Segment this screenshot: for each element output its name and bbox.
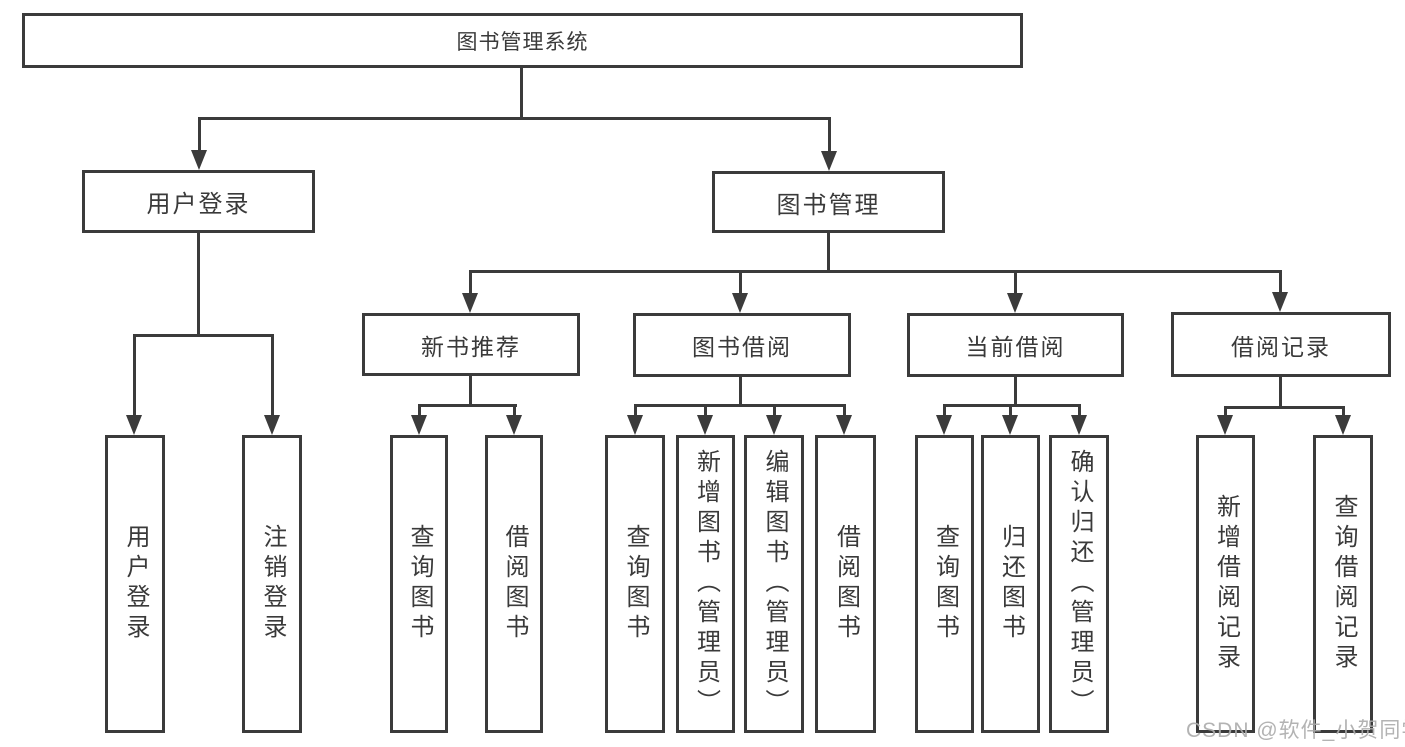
node-user-login: 用户登录 (82, 170, 315, 233)
leaf-query-books-current: 查询图书 (915, 435, 974, 733)
leaf-logout: 注销登录 (242, 435, 302, 733)
connector-line (1279, 377, 1282, 409)
arrowhead-icon (462, 293, 478, 313)
connector-line (197, 233, 200, 337)
connector-line (739, 270, 742, 298)
node-borrowing-records: 借阅记录 (1171, 312, 1391, 377)
connector-line (1224, 406, 1345, 409)
leaf-query-borrow-record: 查询借阅记录 (1313, 435, 1373, 733)
leaf-logout-label: 注销登录 (259, 524, 286, 644)
connector-line (513, 404, 516, 418)
node-book-management: 图书管理 (712, 171, 945, 233)
arrowhead-icon (191, 150, 207, 170)
leaf-edit-books-admin: 编辑图书︵管理员︶ (744, 435, 804, 733)
connector-line (469, 270, 1282, 273)
node-root-library-management-system: 图书管理系统 (22, 13, 1023, 68)
connector-line (133, 334, 274, 337)
connector-line (1009, 404, 1012, 418)
arrowhead-icon (1007, 293, 1023, 313)
arrowhead-icon (936, 415, 952, 435)
connector-line (634, 404, 637, 418)
arrowhead-icon (264, 415, 280, 435)
leaf-borrow-books-recommendation-label: 借阅图书 (501, 524, 528, 644)
leaf-user-login: 用户登录 (105, 435, 165, 733)
arrowhead-icon (1335, 415, 1351, 435)
connector-line (773, 404, 776, 418)
connector-line (520, 68, 523, 120)
arrowhead-icon (836, 415, 852, 435)
connector-line (469, 270, 472, 298)
leaf-add-books-admin-label: 新增图书︵管理员︶ (692, 449, 720, 719)
arrowhead-icon (821, 151, 837, 171)
arrowhead-icon (732, 293, 748, 313)
leaf-add-borrow-record: 新增借阅记录 (1196, 435, 1255, 733)
node-current-borrowing: 当前借阅 (907, 313, 1124, 377)
connector-line (704, 404, 707, 418)
arrowhead-icon (766, 415, 782, 435)
leaf-query-books-recommendation-label: 查询图书 (406, 524, 433, 644)
connector-line (1078, 404, 1081, 418)
leaf-add-borrow-record-label: 新增借阅记录 (1212, 494, 1240, 674)
leaf-borrow-books-borrowing: 借阅图书 (815, 435, 876, 733)
connector-line (1224, 406, 1227, 418)
leaf-query-books-recommendation: 查询图书 (390, 435, 448, 733)
connector-line (634, 404, 846, 407)
connector-line (943, 404, 1081, 407)
connector-line (739, 377, 742, 407)
arrowhead-icon (697, 415, 713, 435)
connector-line (827, 233, 830, 273)
leaf-confirm-return-admin: 确认归还︵管理员︶ (1049, 435, 1109, 733)
connector-line (1279, 270, 1282, 297)
arrowhead-icon (126, 415, 142, 435)
leaf-edit-books-admin-label: 编辑图书︵管理员︶ (761, 449, 788, 719)
connector-line (828, 117, 831, 156)
csdn-watermark: CSDN @软件_小贺同学 (1186, 719, 1405, 742)
connector-line (198, 117, 831, 120)
leaf-query-borrow-record-label: 查询借阅记录 (1330, 494, 1357, 674)
leaf-return-books-label: 归还图书 (997, 524, 1025, 644)
connector-line (843, 404, 846, 418)
leaf-return-books: 归还图书 (981, 435, 1040, 733)
connector-line (1014, 270, 1017, 298)
arrowhead-icon (1217, 415, 1233, 435)
leaf-user-login-label: 用户登录 (122, 524, 149, 644)
arrowhead-icon (627, 415, 643, 435)
leaf-query-books-borrowing-label: 查询图书 (622, 524, 649, 644)
connector-line (418, 404, 421, 418)
leaf-query-books-current-label: 查询图书 (931, 524, 959, 644)
arrowhead-icon (1272, 292, 1288, 312)
arrowhead-icon (1071, 415, 1087, 435)
connector-line (418, 404, 517, 407)
leaf-add-books-admin: 新增图书︵管理员︶ (676, 435, 735, 733)
connector-line (198, 117, 201, 155)
node-book-borrowing: 图书借阅 (633, 313, 851, 377)
connector-line (133, 334, 136, 418)
node-new-book-recommendation: 新书推荐 (362, 313, 580, 376)
connector-line (469, 376, 472, 407)
leaf-borrow-books-recommendation: 借阅图书 (485, 435, 543, 733)
connector-line (271, 334, 274, 418)
arrowhead-icon (506, 415, 522, 435)
connector-line (943, 404, 946, 418)
arrowhead-icon (1002, 415, 1018, 435)
connector-line (1014, 377, 1017, 407)
leaf-borrow-books-borrowing-label: 借阅图书 (832, 524, 860, 644)
leaf-query-books-borrowing: 查询图书 (605, 435, 665, 733)
leaf-confirm-return-admin-label: 确认归还︵管理员︶ (1066, 449, 1093, 719)
arrowhead-icon (411, 415, 427, 435)
connector-line (1342, 406, 1345, 418)
